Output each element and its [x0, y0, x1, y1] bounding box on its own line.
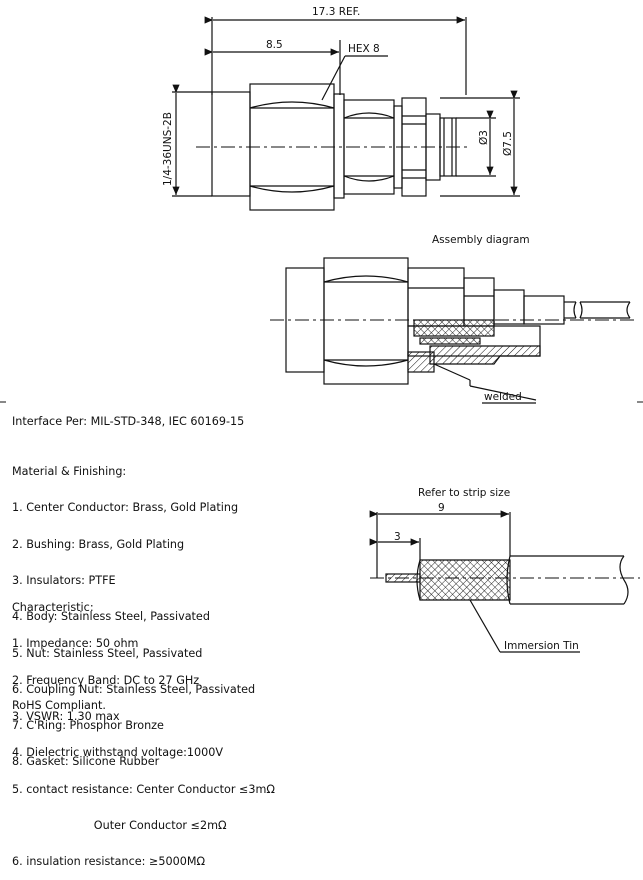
- assembly-title: Assembly diagram: [432, 234, 530, 246]
- hex-size-label: HEX 8: [348, 43, 380, 55]
- connector-drawing: 17.3 REF. 8.5 HEX 8 1/4-36UNS-2B Ø3 Ø7.5…: [0, 6, 643, 653]
- material-item: 4. Body: Stainless Steel, Passivated: [12, 610, 210, 624]
- characteristic-item: 1. Impedance: 50 ohm: [12, 637, 139, 651]
- material-item: 5. Nut: Stainless Steel, Passivated: [12, 646, 203, 660]
- characteristic-item: 5. contact resistance: Center Conductor …: [12, 782, 275, 796]
- material-item: 1. Center Conductor: Brass, Gold Plating: [12, 501, 239, 515]
- interface-spec: Interface Per: MIL-STD-348, IEC 60169-15: [12, 415, 245, 428]
- hex-length-label: 8.5: [266, 39, 283, 51]
- strip-title: Refer to strip size: [418, 487, 510, 499]
- dia-small-label: Ø3: [478, 130, 490, 145]
- material-item: 6. Coupling Nut: Stainless Steel, Passiv…: [12, 682, 256, 696]
- characteristic-item: 2. Frequency Band: DC to 27 GHz: [12, 673, 200, 687]
- characteristic-item: 3. VSWR: 1.30 max: [12, 710, 120, 724]
- materials-title: Material & Finishing:: [12, 465, 127, 479]
- characteristic-item: 4. Dielectric withstand voltage:1000V: [12, 746, 224, 760]
- strip-short-label: 3: [394, 531, 401, 543]
- immersion-label: Immersion Tin: [504, 640, 579, 652]
- dia-large-label: Ø7.5: [502, 131, 514, 156]
- characteristics-block: Characteristic: 1. Impedance: 50 ohm 2. …: [12, 578, 275, 880]
- thread-label: 1/4-36UNS-2B: [162, 112, 174, 186]
- characteristic-item: Outer Conductor ≤2mΩ: [12, 818, 227, 832]
- top-connector-view: [172, 16, 520, 211]
- material-item: 3. Insulators: PTFE: [12, 574, 116, 588]
- overall-length-label: 17.3 REF.: [312, 6, 360, 18]
- characteristic-item: 6. insulation resistance: ≥5000MΩ: [12, 855, 206, 869]
- welded-label: welded: [484, 391, 522, 403]
- material-item: 2. Bushing: Brass, Gold Plating: [12, 537, 185, 551]
- strip-view: [369, 510, 640, 653]
- strip-total-label: 9: [438, 502, 445, 514]
- rohs-note: RoHS Compliant.: [12, 699, 106, 712]
- assembly-view: [270, 257, 638, 404]
- characteristics-title: Characteristic:: [12, 601, 94, 615]
